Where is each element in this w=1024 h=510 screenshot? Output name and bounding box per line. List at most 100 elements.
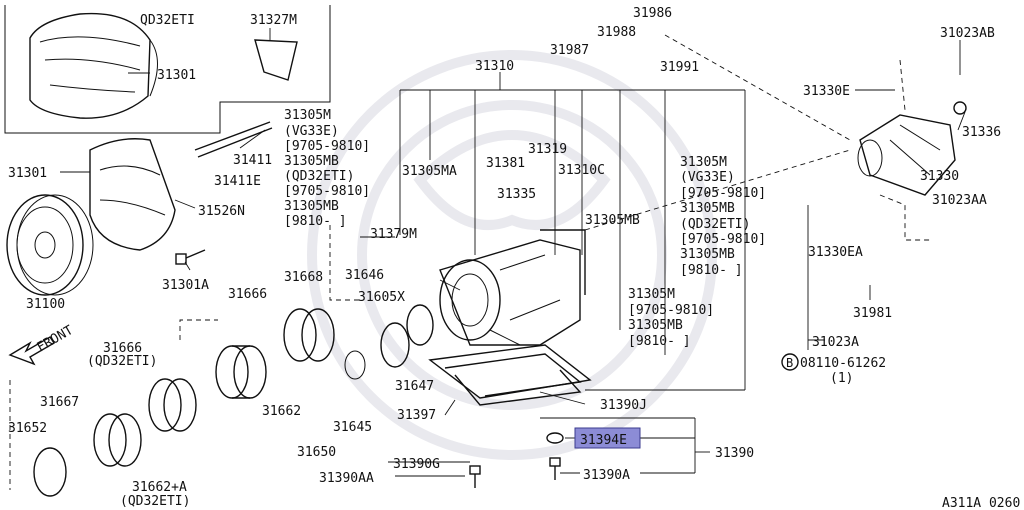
part-label-qd32eti_b: (QD32ETI) xyxy=(87,354,157,369)
part-label-9810_c: [9810- ] xyxy=(628,334,691,349)
extension-housing xyxy=(857,101,967,196)
part-label-9810_r: [9810- ] xyxy=(680,263,743,278)
part-label-31305m_r: 31305M xyxy=(680,155,727,170)
part-label-31335: 31335 xyxy=(497,187,536,202)
part-label-31390g: 31390G xyxy=(393,457,440,472)
part-label-31652: 31652 xyxy=(8,421,47,436)
part-label-qd32eti_top: QD32ETI xyxy=(140,13,195,28)
part-label-31397: 31397 xyxy=(397,408,436,423)
part-label-31991: 31991 xyxy=(660,60,699,75)
part-label-31981: 31981 xyxy=(853,306,892,321)
bolt-31301A xyxy=(175,249,206,265)
part-label-31305mb_b: 31305MB xyxy=(284,199,339,214)
part-label-31305m_a: 31305M xyxy=(284,108,331,123)
part-label-31301a: 31301A xyxy=(162,278,209,293)
part-label-31305m_c: 31305M xyxy=(628,287,675,302)
part-label-31319: 31319 xyxy=(528,142,567,157)
part-label-qd32eti_c: (QD32ETI) xyxy=(120,494,190,509)
highlight-31394E xyxy=(574,427,641,449)
part-label-31305mb_a: 31305MB xyxy=(284,154,339,169)
part-label-31605x: 31605X xyxy=(358,290,405,305)
part-label-31390aa: 31390AA xyxy=(319,471,374,486)
oil-pan xyxy=(428,344,592,406)
gasket-31327M xyxy=(254,39,298,81)
front-label: FRONT xyxy=(35,323,77,356)
torque-converter xyxy=(6,194,94,296)
part-label-31650: 31650 xyxy=(297,445,336,460)
transmission-case xyxy=(439,229,586,346)
part-label-31305mb_d: 31305MB xyxy=(628,318,683,333)
part-label-31668: 31668 xyxy=(284,270,323,285)
part-label-31647: 31647 xyxy=(395,379,434,394)
input-shaft xyxy=(194,121,273,158)
part-label-31327m: 31327M xyxy=(250,13,297,28)
diagram-code: A311A 0260 xyxy=(942,496,1020,510)
oil-pump xyxy=(344,304,434,380)
part-label-31390j: 31390J xyxy=(600,398,647,413)
part-label-31330: 31330 xyxy=(920,169,959,184)
part-label-9705_a: [9705-9810] xyxy=(284,139,370,154)
part-label-31666_b: 31666 xyxy=(103,341,142,356)
part-label-31023ab: 31023AB xyxy=(940,26,995,41)
part-label-31526n: 31526N xyxy=(198,204,245,219)
part-label-31330e: 31330E xyxy=(803,84,850,99)
part-label-08110q: (1) xyxy=(830,371,853,386)
bolt-symbol-icon: B xyxy=(781,353,799,371)
part-label-31381: 31381 xyxy=(486,156,525,171)
part-label-31305ma: 31305MA xyxy=(402,164,457,179)
part-label-31305mb_r2: 31305MB xyxy=(680,247,735,262)
part-label-9705_b: [9705-9810] xyxy=(284,184,370,199)
part-label-vg33e_a: (VG33E) xyxy=(284,124,339,139)
bolt-symbol-letter: B xyxy=(786,356,793,370)
converter-housing-mid xyxy=(89,138,176,251)
part-label-31100: 31100 xyxy=(26,297,65,312)
part-label-31646: 31646 xyxy=(345,268,384,283)
part-label-31394e: 31394E xyxy=(580,433,627,448)
leader-lines xyxy=(60,28,966,477)
part-label-31390a: 31390A xyxy=(583,468,630,483)
part-label-31310: 31310 xyxy=(475,59,514,74)
part-label-31336: 31336 xyxy=(962,125,1001,140)
part-label-31023a: 31023A xyxy=(812,335,859,350)
part-label-9705_c: [9705-9810] xyxy=(628,303,714,318)
part-label-31662a: 31662+A xyxy=(132,480,187,495)
part-label-31411: 31411 xyxy=(233,153,272,168)
dashed-lines xyxy=(9,34,930,490)
part-label-31987: 31987 xyxy=(550,43,589,58)
part-label-31390: 31390 xyxy=(715,446,754,461)
part-label-31310c: 31310C xyxy=(558,163,605,178)
snap-ring-31652 xyxy=(33,447,67,497)
part-label-31645: 31645 xyxy=(333,420,372,435)
clutch-pack-lower xyxy=(93,378,197,467)
part-label-31662: 31662 xyxy=(262,404,301,419)
part-label-vg33e_r: (VG33E) xyxy=(680,170,735,185)
part-labels: QD32ETI 31327M 31301 31986 31988 31987 31991 31… xyxy=(8,6,1001,509)
part-label-31667: 31667 xyxy=(40,395,79,410)
converter-housing-top xyxy=(29,12,158,119)
part-label-9705_r2: [9705-9810] xyxy=(680,232,766,247)
bolt-31390AA xyxy=(469,465,481,488)
part-label-31301_mid: 31301 xyxy=(8,166,47,181)
part-label-31986: 31986 xyxy=(633,6,672,21)
part-label-31988: 31988 xyxy=(597,25,636,40)
part-label-31023aa: 31023AA xyxy=(932,193,987,208)
clutch-pack-31666 xyxy=(215,345,267,399)
watermark xyxy=(307,50,717,460)
part-label-08110: 08110-61262 xyxy=(800,356,886,371)
part-label-31330ea: 31330EA xyxy=(808,245,863,260)
part-label-qd32eti_a: (QD32ETI) xyxy=(284,169,354,184)
part-label-qd32eti_r: (QD32ETI) xyxy=(680,217,750,232)
part-label-31305mb_c: 31305MB xyxy=(585,213,640,228)
part-label-31301_top: 31301 xyxy=(157,68,196,83)
washer-31394E xyxy=(546,432,564,444)
part-label-31411e: 31411E xyxy=(214,174,261,189)
front-arrow-icon xyxy=(8,336,55,366)
bolt-31390A xyxy=(549,457,561,480)
part-label-31666: 31666 xyxy=(228,287,267,302)
part-label-31379m: 31379M xyxy=(370,227,417,242)
clutch-pack-31668 xyxy=(283,308,335,362)
inset-box xyxy=(4,5,331,134)
part-label-9705_r1: [9705-9810] xyxy=(680,186,766,201)
part-label-31305mb_r1: 31305MB xyxy=(680,201,735,216)
